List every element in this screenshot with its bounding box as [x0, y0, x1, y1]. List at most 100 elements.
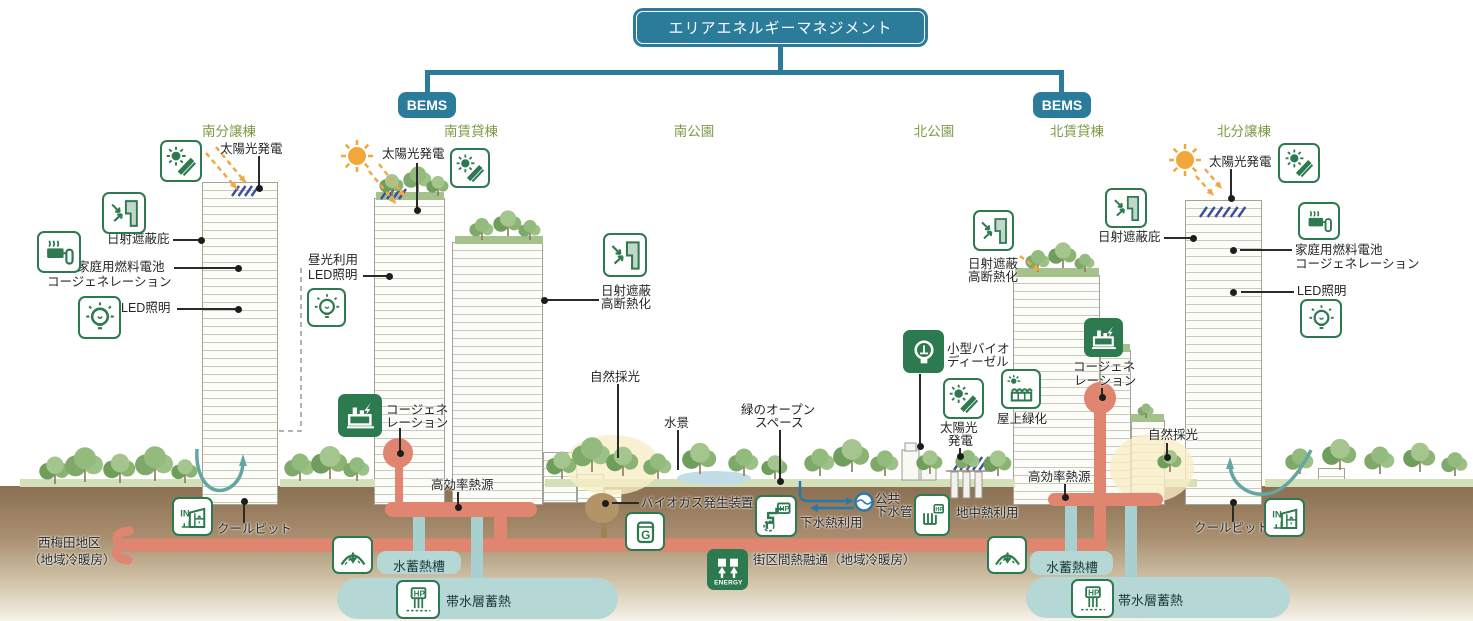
leader-line — [617, 384, 619, 458]
leader-line — [177, 308, 237, 310]
sun-shade-eaves-icon — [1105, 188, 1147, 228]
title-node: エリアエネルギーマネジメント — [633, 8, 928, 47]
svg-text:IN: IN — [1272, 509, 1282, 519]
led-bulb-icon — [307, 288, 346, 327]
leader-dot — [396, 449, 404, 457]
leader-dot — [255, 184, 263, 192]
svg-text:HP: HP — [1088, 588, 1100, 597]
leader-dot — [454, 503, 462, 511]
leader-dot — [1229, 498, 1237, 506]
leader-dot — [1163, 453, 1171, 461]
svg-text:IN: IN — [180, 508, 190, 518]
label-solar-n2: 太陽光発電 — [1209, 155, 1272, 169]
bems-left-drop-line — [425, 70, 430, 94]
leader-dot — [1189, 234, 1197, 242]
label-insul-s2: 高断熱化 — [601, 297, 652, 311]
gas-holder-icon: G — [625, 512, 665, 551]
label-shade-s: 日射遮蔽庇 — [107, 232, 170, 246]
label-solar-n1b: 発電 — [948, 434, 974, 448]
zone-kita-koen: 北公園 — [913, 124, 955, 139]
ground-heat-mound-icon — [987, 536, 1027, 574]
water-tank-right-label: 水蓄熱槽 — [1046, 560, 1099, 575]
leader-line — [1064, 484, 1066, 495]
leader-line — [546, 299, 599, 301]
cool-pit-icon: IN — [172, 497, 213, 536]
aquifer-left-label: 帯水層蓄熱 — [446, 594, 512, 609]
district-energy-icon: ENERGY — [707, 549, 748, 590]
leader-dot — [540, 296, 548, 304]
aquifer-tank-right — [1026, 577, 1290, 618]
cool-pit-icon: IN — [1264, 498, 1305, 537]
leader-dot — [1061, 493, 1069, 501]
ground-heat-mound-icon — [332, 536, 373, 574]
svg-text:HP: HP — [779, 506, 789, 513]
led-bulb-icon — [1300, 299, 1342, 338]
diagram-title: エリアエネルギーマネジメント — [636, 11, 925, 44]
label-cogen-n1: コージェネ — [1073, 360, 1136, 374]
building — [452, 242, 543, 505]
label-fuelcell-n2: コージェネレーション — [1295, 257, 1420, 271]
label-biodiesel1: 小型バイオ — [947, 342, 1010, 356]
solar-power-icon — [1278, 143, 1320, 183]
fuel-cell-cogeneration-icon — [1298, 202, 1340, 240]
leader-dot — [1227, 194, 1235, 202]
solar-power-icon — [160, 140, 202, 182]
solar-power-icon — [943, 378, 984, 419]
label-cogen-s2: レーション — [386, 416, 449, 430]
leader-line — [173, 239, 200, 241]
label-solar-s1: 太陽光発電 — [220, 142, 283, 156]
bems-right-drop-line — [1059, 70, 1064, 94]
label-solar-s2: 太陽光発電 — [382, 147, 445, 161]
sewage-heat-icon: HP — [755, 495, 797, 537]
svg-text:HP: HP — [935, 507, 943, 513]
label-led-s: LED照明 — [121, 301, 171, 315]
rooftop-greening-icon — [1001, 369, 1041, 409]
title-stem-line — [778, 47, 783, 72]
svg-text:G: G — [641, 527, 650, 541]
label-green-open2: スペース — [755, 416, 804, 430]
leader-dot — [1229, 288, 1237, 296]
leader-line — [399, 428, 401, 451]
leader-line — [258, 156, 260, 186]
leader-dot — [413, 206, 421, 214]
label-hi-eff-l: 高効率熱源 — [431, 478, 494, 492]
leader-dot — [234, 305, 242, 313]
zone-minami-bunjo: 南分譲棟 — [202, 124, 256, 139]
leader-line — [1230, 169, 1232, 196]
label-insul-n1: 日射遮蔽 — [968, 257, 1019, 271]
zone-minami-koen: 南公園 — [673, 124, 715, 139]
label-water-feature: 水景 — [664, 416, 690, 430]
label-umeda2: （地域冷暖房） — [28, 553, 116, 567]
leader-line — [363, 275, 388, 277]
leader-line — [612, 502, 639, 504]
label-led-n: LED照明 — [1297, 284, 1347, 298]
label-green-open1: 緑のオープン — [741, 403, 816, 417]
label-fuelcell-n1: 家庭用燃料電池 — [1295, 243, 1383, 257]
leader-dot — [197, 236, 205, 244]
leader-dot — [601, 499, 609, 507]
leader-line — [919, 374, 921, 444]
label-daylight-park: 自然採光 — [590, 370, 641, 384]
label-insul-n2: 高断熱化 — [968, 270, 1019, 284]
leader-dot — [240, 497, 248, 505]
shade-insulation-icon — [973, 210, 1014, 251]
heat-pump-icon: HP — [396, 580, 440, 619]
label-sewage-heat: 下水熱利用 — [800, 516, 863, 530]
water-tank-left-label: 水蓄熱槽 — [393, 559, 446, 574]
label-daylight1: 昼光利用 — [308, 253, 359, 267]
label-roof-green: 屋上緑化 — [997, 412, 1048, 426]
label-cogen-n2: レーション — [1074, 374, 1137, 388]
leader-line — [174, 267, 237, 269]
leader-line — [959, 448, 961, 455]
leader-line — [416, 163, 418, 208]
zone-kita-chintai: 北賃貸棟 — [1050, 124, 1104, 139]
water-tank-left — [377, 551, 461, 574]
leader-line — [1240, 249, 1292, 251]
cogeneration-icon — [338, 394, 382, 437]
leader-line — [1232, 504, 1234, 522]
shade-insulation-icon — [603, 233, 647, 277]
leader-dot — [776, 477, 784, 485]
label-daylight2: LED照明 — [308, 268, 358, 282]
